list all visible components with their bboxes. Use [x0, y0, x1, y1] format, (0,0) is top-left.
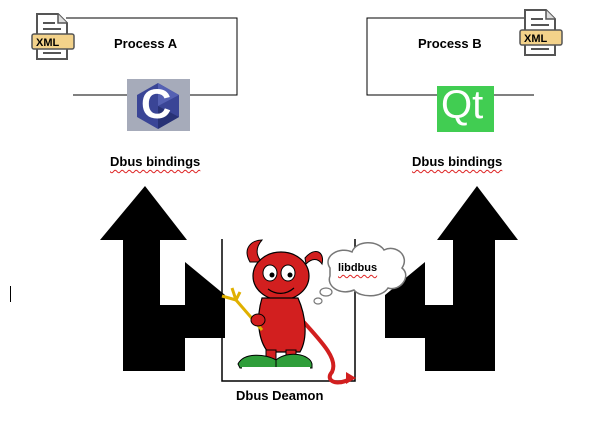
- xml-file-icon: [519, 9, 563, 56]
- c-logo-letter: C: [141, 80, 172, 127]
- bsd-daemon-mascot: [221, 239, 356, 385]
- qt-logo: [437, 86, 494, 132]
- process-a-title: Process A: [114, 36, 178, 51]
- right-bidirectional-arrow: [385, 186, 518, 371]
- daemon-container: [221, 239, 356, 382]
- bindings-label-b: Dbus bindings: [412, 154, 503, 169]
- libdbus-label: libdbus: [338, 262, 378, 274]
- xml-badge-text: XML: [524, 33, 548, 45]
- thought-cloud: [313, 242, 407, 305]
- qt-logo-text: Qt: [441, 83, 484, 127]
- left-bidirectional-arrow: [100, 186, 225, 371]
- daemon-label: Dbus Deamon: [236, 388, 324, 403]
- xml-badge-text: XML: [36, 37, 60, 49]
- xml-file-icon: [31, 13, 75, 60]
- c-language-logo: [127, 79, 190, 131]
- process-b-title: Process B: [418, 36, 482, 51]
- bindings-label-a: Dbus bindings: [110, 154, 201, 169]
- text-cursor: [10, 286, 11, 302]
